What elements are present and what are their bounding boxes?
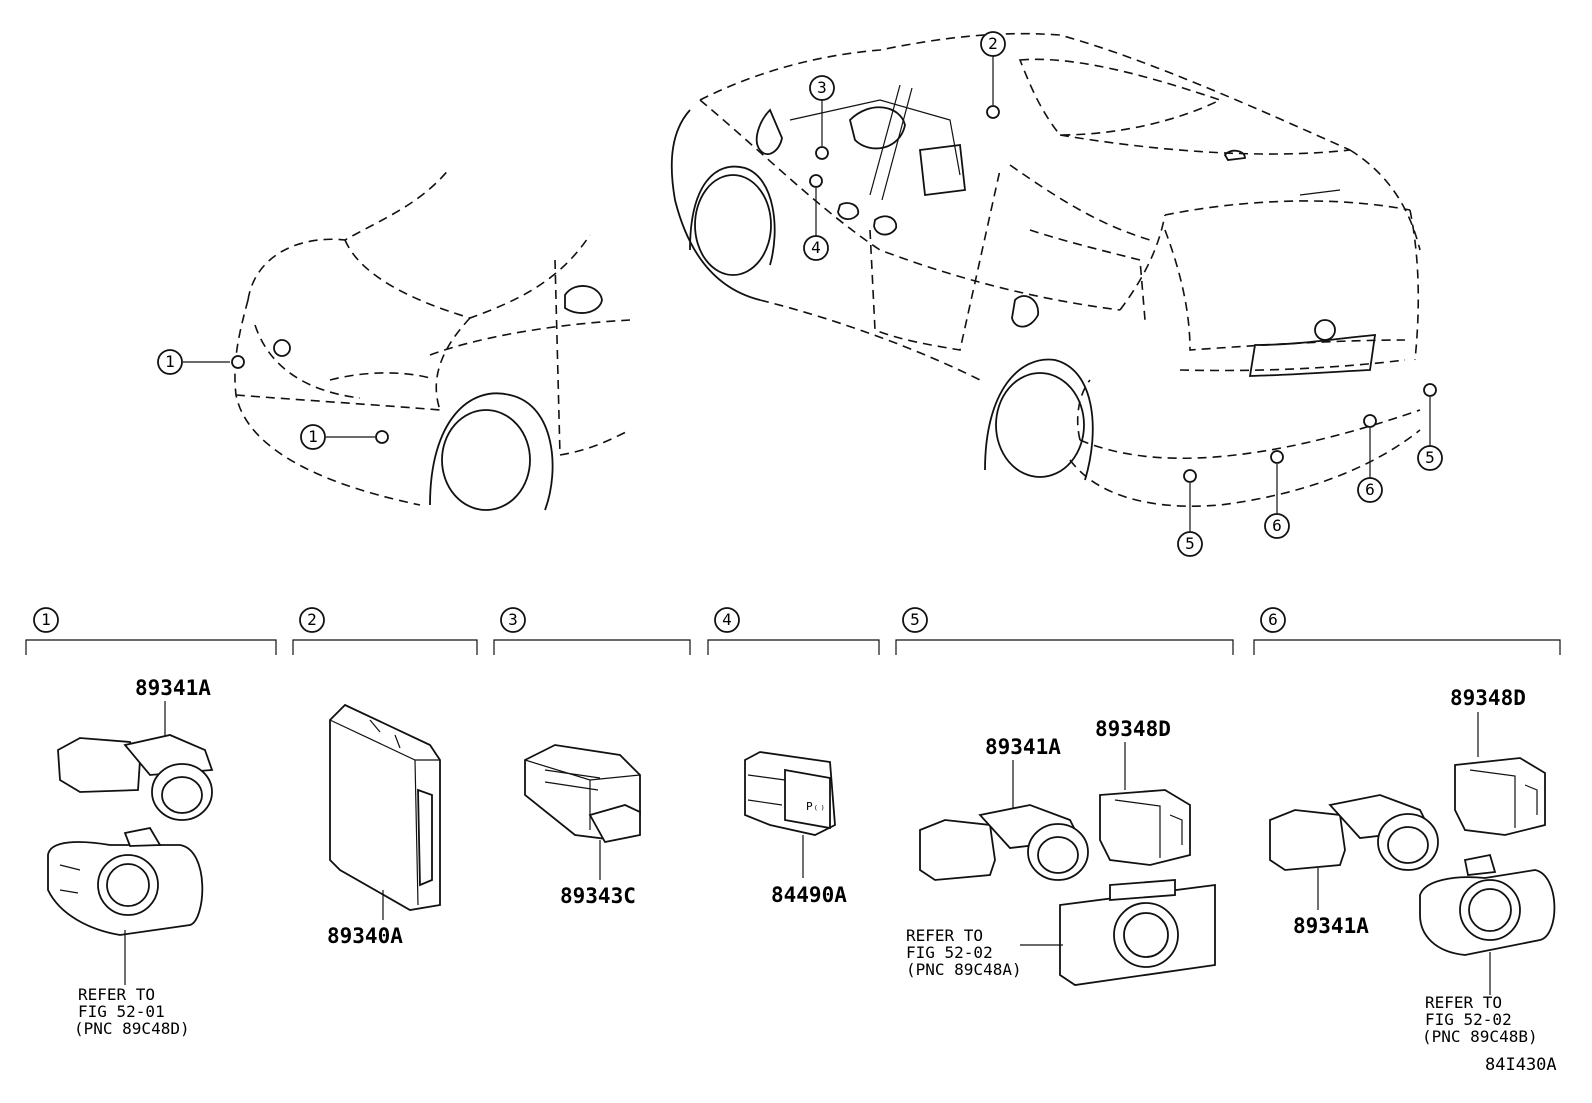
section-4-parts: P₍₎ 84490A bbox=[744, 751, 847, 907]
part-number-89341A-s5: 89341A bbox=[985, 735, 1061, 759]
refer-1-line3: (PNC 89C48D) bbox=[74, 1019, 190, 1038]
callout-3: 3 bbox=[817, 78, 827, 97]
refer-5-line2: FIG 52-02 bbox=[906, 943, 993, 962]
callout-2: 2 bbox=[988, 34, 998, 53]
section-1-num: 1 bbox=[41, 610, 51, 629]
refer-6-line2: FIG 52-02 bbox=[1425, 1010, 1512, 1029]
section-6-num: 6 bbox=[1268, 610, 1278, 629]
front-vehicle-view bbox=[234, 167, 631, 511]
refer-6-line1: REFER TO bbox=[1425, 993, 1502, 1012]
part-number-89343C: 89343C bbox=[560, 884, 636, 908]
section-3-parts: 89343C bbox=[524, 744, 641, 908]
part-number-89348D-s6: 89348D bbox=[1450, 686, 1526, 710]
refer-5-line1: REFER TO bbox=[906, 926, 983, 945]
section-5-num: 5 bbox=[910, 610, 920, 629]
section-6-parts: 89348D 89341A REFER TO FIG 52-02 (PNC 89… bbox=[1269, 686, 1556, 1046]
section-2-num: 2 bbox=[307, 610, 317, 629]
refer-1-line2: FIG 52-01 bbox=[78, 1002, 165, 1021]
callout-1a: 1 bbox=[165, 352, 175, 371]
callout-4: 4 bbox=[811, 238, 821, 257]
section-headers: 1 2 3 4 5 6 bbox=[25, 607, 1561, 655]
callout-6a: 6 bbox=[1272, 516, 1282, 535]
refer-1-line1: REFER TO bbox=[78, 985, 155, 1004]
refer-6-line3: (PNC 89C48B) bbox=[1422, 1027, 1538, 1046]
callout-6b: 6 bbox=[1365, 480, 1375, 499]
switch-p-icon: P₍₎ bbox=[806, 800, 826, 813]
callout-1b: 1 bbox=[308, 427, 318, 446]
refer-5-line3: (PNC 89C48A) bbox=[906, 960, 1022, 979]
section-3-num: 3 bbox=[508, 610, 518, 629]
part-number-89340A: 89340A bbox=[327, 924, 403, 948]
part-number-89348D-s5: 89348D bbox=[1095, 717, 1171, 741]
rear-vehicle-view bbox=[670, 32, 1421, 507]
part-number-89341A-s6: 89341A bbox=[1293, 914, 1369, 938]
part-number-89341A: 89341A bbox=[135, 676, 211, 700]
part-number-84490A: 84490A bbox=[771, 883, 847, 907]
diagram-code: 84I430A bbox=[1485, 1055, 1557, 1075]
section-1-parts: 89341A REFER TO FIG 52-01 (PNC 89C48D) bbox=[47, 676, 214, 1038]
callout-5a: 5 bbox=[1185, 534, 1195, 553]
callout-markers: 1 1 2 3 4 5 5 6 bbox=[157, 31, 1443, 557]
section-5-parts: 89341A 89348D REFER TO FIG 52-02 (PNC 89… bbox=[906, 717, 1216, 986]
section-4-num: 4 bbox=[722, 610, 732, 629]
section-2-parts: 89340A bbox=[327, 703, 441, 948]
callout-5b: 5 bbox=[1425, 448, 1435, 467]
